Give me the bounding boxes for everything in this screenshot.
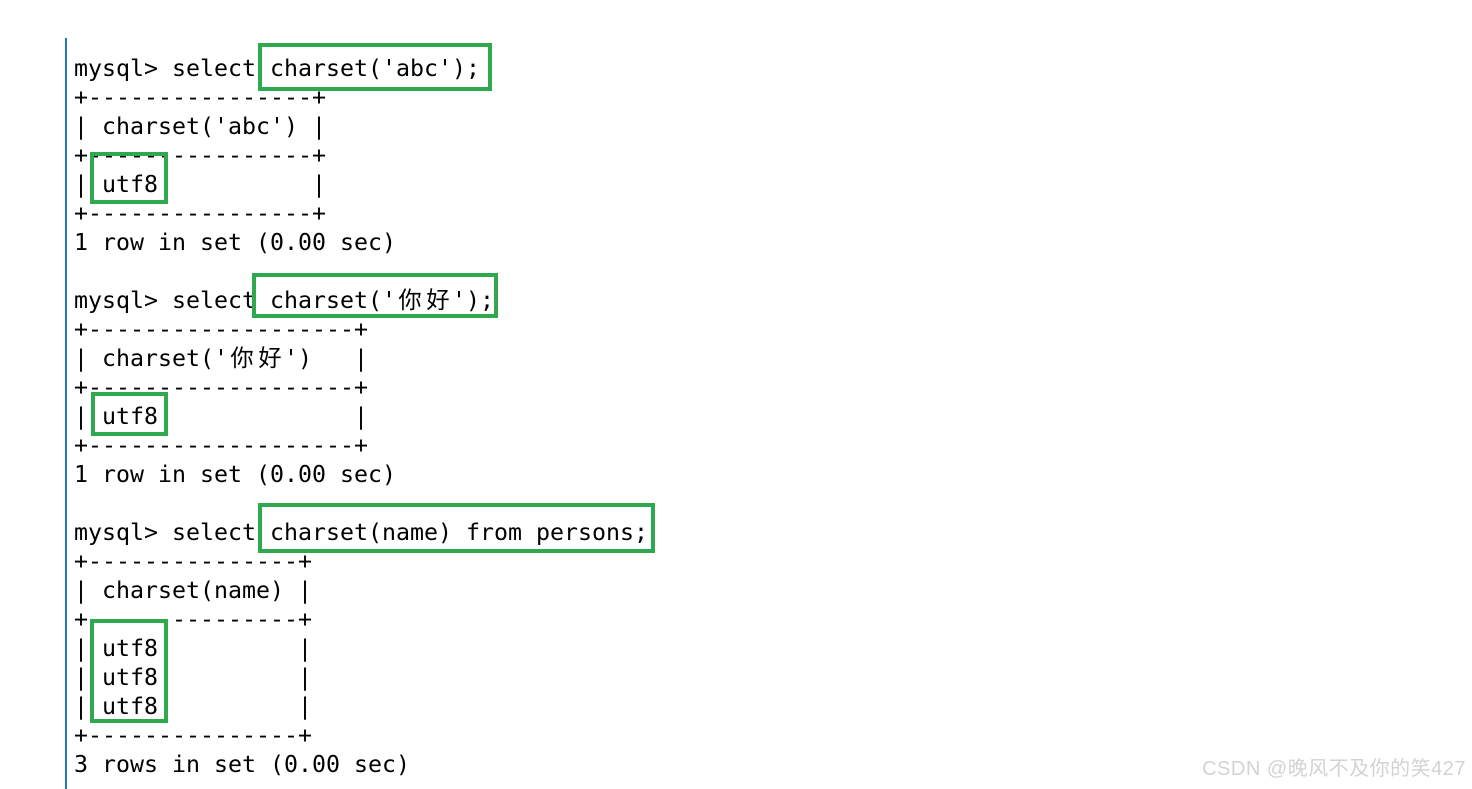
terminal-line: +---------------+ <box>74 548 312 575</box>
cjk-char: 你 <box>398 287 422 314</box>
cjk-char: 你 <box>230 345 254 372</box>
terminal-line: +---------------+ <box>74 606 312 633</box>
terminal-line: 3 rows in set (0.00 sec) <box>74 751 410 778</box>
terminal-line: +-------------------+ <box>74 374 368 401</box>
watermark-text: CSDN @晚风不及你的笑427 <box>1202 758 1466 780</box>
terminal-line: +----------------+ <box>74 142 326 169</box>
terminal-line: mysql> select charset('abc'); <box>74 55 480 82</box>
blockquote-rule <box>65 38 67 789</box>
cjk-char: 好 <box>258 345 282 372</box>
terminal-line: mysql> select charset(name) from persons… <box>74 519 648 546</box>
terminal-line: | utf8 | <box>74 403 368 430</box>
terminal-output: mysql> select charset('abc');+----------… <box>74 54 648 779</box>
terminal-line: 1 row in set (0.00 sec) <box>74 461 396 488</box>
terminal-line: | utf8 | <box>74 635 312 662</box>
terminal-line: +----------------+ <box>74 200 326 227</box>
terminal-line: +----------------+ <box>74 84 326 111</box>
terminal-line: +-------------------+ <box>74 432 368 459</box>
cjk-char: 好 <box>426 287 450 314</box>
terminal-line <box>74 257 648 286</box>
terminal-line <box>74 489 648 518</box>
terminal-line: 1 row in set (0.00 sec) <box>74 229 396 256</box>
terminal-line: | charset(name) | <box>74 577 312 604</box>
terminal-line: mysql> select charset('你好'); <box>74 287 494 314</box>
terminal-line: +-------------------+ <box>74 316 368 343</box>
terminal-line: | charset('你好') | <box>74 345 368 372</box>
terminal-line: +---------------+ <box>74 722 312 749</box>
terminal-line: | charset('abc') | <box>74 113 326 140</box>
terminal-line: | utf8 | <box>74 664 312 691</box>
terminal-line: | utf8 | <box>74 171 326 198</box>
terminal-line: | utf8 | <box>74 693 312 720</box>
